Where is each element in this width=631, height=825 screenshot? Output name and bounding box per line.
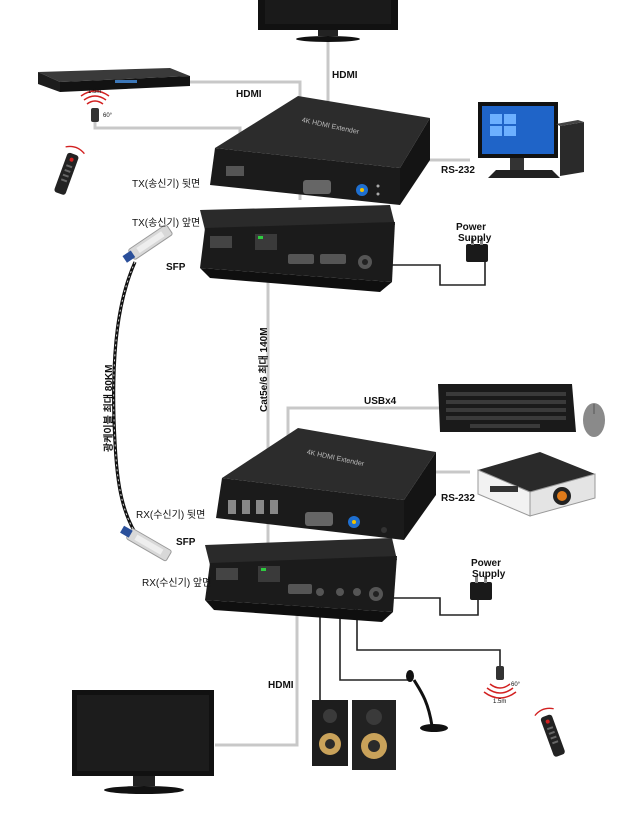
sfp-module-tx [122, 224, 173, 263]
desktop-pc [478, 102, 584, 178]
label-rx-rear: RX(수신기) 뒷면 [136, 510, 206, 521]
label-rx-front: RX(수신기) 앞면 [142, 578, 212, 589]
label-fiber-cable: 광케이블 최대 80KM [104, 364, 115, 452]
usb-port-2 [242, 500, 250, 514]
remote-control-tx [54, 145, 85, 195]
label-hdmi-bottom: HDMI [268, 680, 294, 691]
label-power-tx-1: Power [456, 222, 487, 233]
usb-port-4 [270, 500, 278, 514]
hdmi-out-port-rx [288, 584, 312, 594]
cable-fiber [112, 261, 142, 541]
label-usb: USBx4 [364, 396, 397, 407]
label-tx-front: TX(송신기) 앞면 [132, 218, 201, 229]
sfp-port-tx [210, 236, 232, 248]
bottom-monitor [72, 690, 214, 794]
projector [477, 452, 596, 517]
usb-port-3 [256, 500, 264, 514]
keyboard [438, 384, 576, 432]
cable-mic-in [339, 600, 410, 681]
label-rs232-rx: RS-232 [441, 493, 475, 504]
sfp-module-rx [120, 525, 172, 562]
line-out-port [316, 588, 324, 596]
tx-device-front [200, 205, 395, 292]
cable-ir-rx [356, 600, 501, 668]
label-power-tx-2: Supply [458, 233, 492, 244]
sfp-port-rx [216, 568, 238, 580]
mic-in-port [336, 588, 344, 596]
label-sfp-tx: SFP [166, 262, 186, 273]
label-power-rx-2: Supply [472, 569, 506, 580]
label-cat-cable: Cat5e/6 최대 140M [259, 327, 270, 412]
bluray-player [38, 68, 190, 92]
top-tv [258, 0, 398, 42]
label-sfp-rx: SFP [176, 537, 196, 548]
label-hdmi-top: HDMI [332, 70, 358, 81]
label-ir-tx-length: 1.5m [88, 89, 102, 95]
remote-control-rx [534, 707, 565, 757]
label-rs232-tx: RS-232 [441, 165, 475, 176]
cables [93, 40, 501, 747]
ir-receiver-tx [80, 90, 110, 122]
label-tx-rear: TX(송신기) 뒷면 [132, 179, 201, 190]
ir-receiver-rx [483, 666, 517, 699]
rx-device-rear: 4K HDMI Extender [216, 428, 436, 540]
db9-port-rx [305, 512, 333, 526]
power-adapter-tx [466, 238, 488, 262]
power-adapter-rx [470, 576, 492, 600]
label-ir-rx-angle: 60° [511, 682, 521, 688]
ir-in-port [353, 588, 361, 596]
cable-power-rx [378, 597, 479, 616]
speakers [312, 700, 396, 770]
usb-port-1 [228, 500, 236, 514]
cable-hdmi-out [215, 605, 299, 747]
label-power-rx-1: Power [471, 558, 502, 569]
hdmi-loopout-port-tx [320, 254, 346, 264]
hdmi-in-port-tx [288, 254, 314, 264]
microphone [406, 670, 448, 732]
label-ir-tx-angle: 60° [103, 113, 113, 119]
tx-device-rear: 4K HDMI Extender [210, 96, 430, 205]
db9-port-tx [303, 180, 331, 194]
mouse [583, 403, 605, 437]
label-hdmi-player: HDMI [236, 89, 262, 100]
rx-device-front [205, 538, 397, 622]
label-ir-rx-length: 1.5m [493, 699, 507, 705]
